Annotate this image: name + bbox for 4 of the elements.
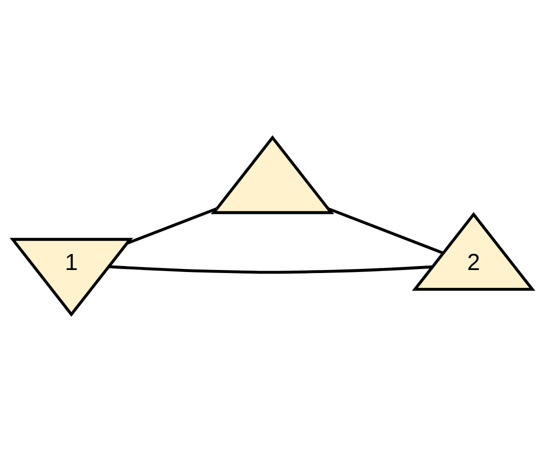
connector [328,207,444,254]
connector [108,265,432,274]
connector [126,207,218,245]
node-triangle [210,135,334,214]
